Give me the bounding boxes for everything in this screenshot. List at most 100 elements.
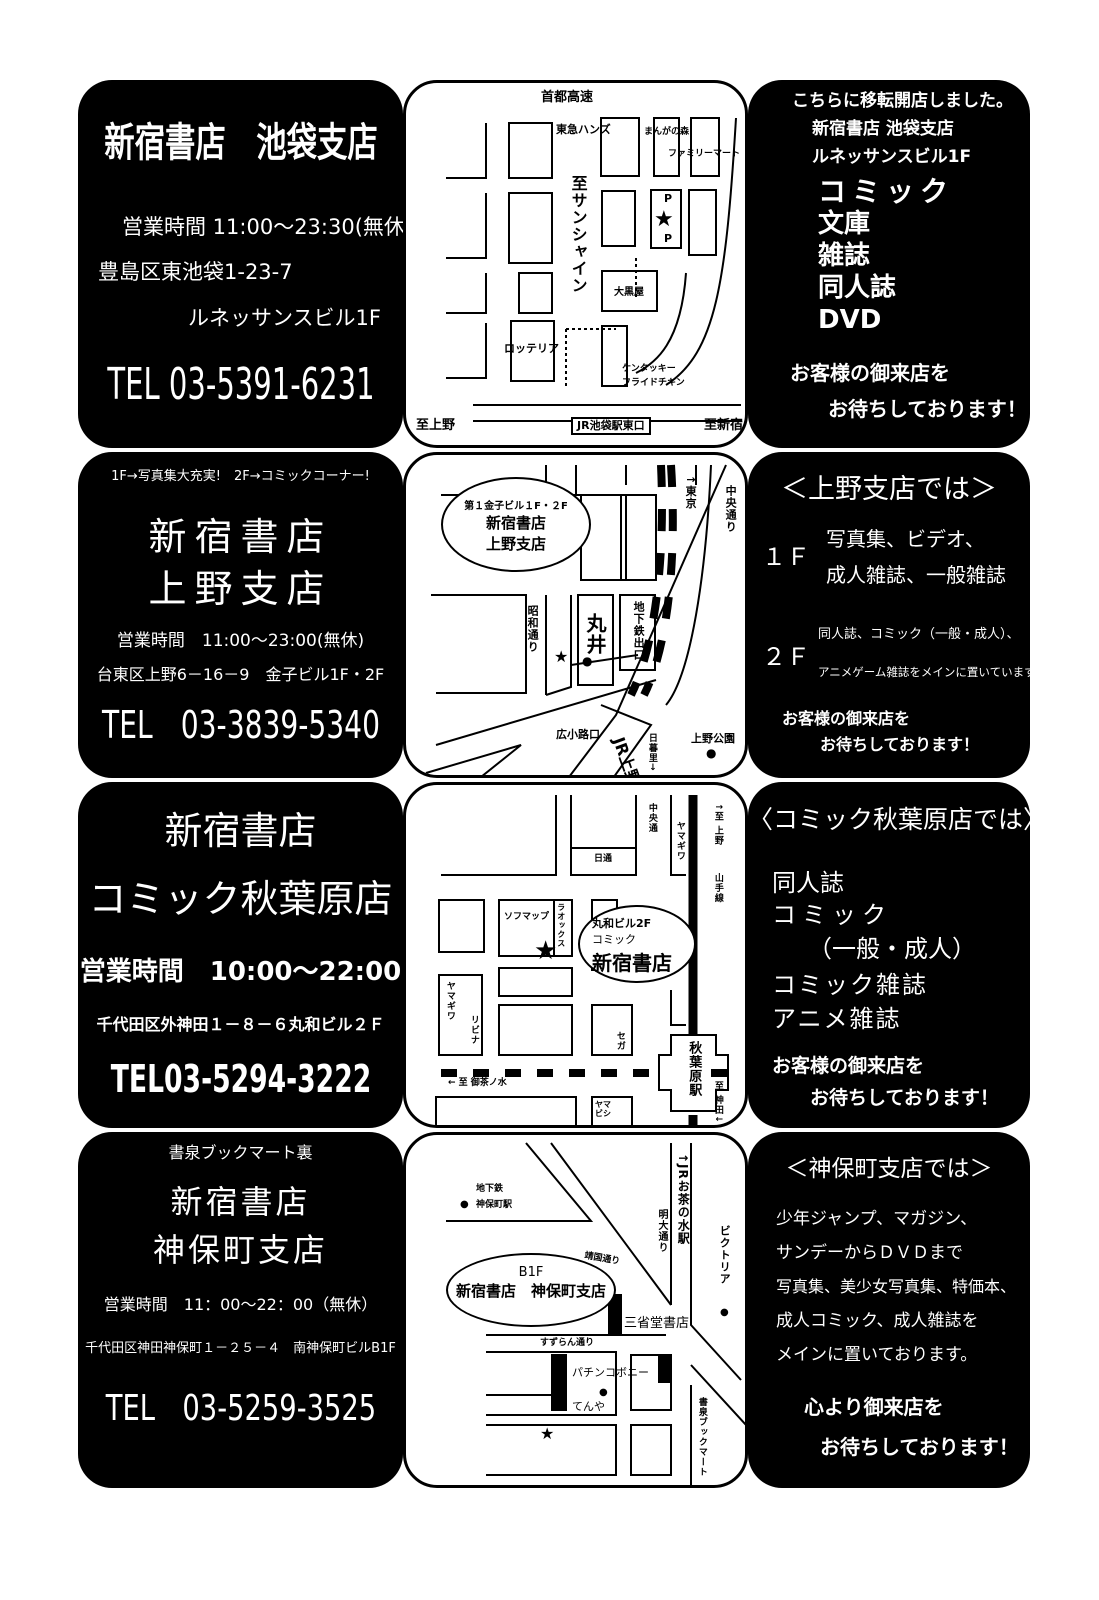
balloon-name-1: 新宿書店	[485, 514, 546, 532]
label-nittsu: 日通	[594, 854, 613, 864]
label-tokyo: ↑東京	[684, 475, 698, 510]
store-address: 千代田区外神田１－８－６丸和ビル２Ｆ	[96, 1015, 385, 1034]
store-title-line2: コミック秋葉原店	[88, 877, 393, 921]
jimbocho-map: B1F 新宿書店 神保町支店 ★ 地下鉄 ● 神保町駅 靖国通り ↑JRお茶の水…	[403, 1132, 748, 1488]
label-chuo-dori: 中央通	[646, 803, 657, 833]
ueno-park-dot: ●	[706, 746, 717, 760]
label-manga-mori: まんがの森	[644, 127, 690, 137]
item-general-adult: （一般・成人）	[808, 935, 976, 963]
jimbocho-store-balloon: B1F 新宿書店 神保町支店	[446, 1253, 616, 1327]
product-bunko: 文庫	[818, 209, 871, 239]
description-line-2: サンデーからＤＶＤまで	[776, 1243, 963, 1263]
label-libina: リビナ	[468, 1015, 479, 1045]
store-hours: 営業時間 11:00～23:00(無休)	[116, 631, 365, 651]
balloon-name-2: 上野支店	[485, 535, 546, 553]
label-jimbocho-station: 神保町駅	[476, 1200, 513, 1210]
label-suzuran-dori: すずらん通り	[540, 1338, 595, 1348]
balloon-name: 新宿書店	[592, 951, 672, 975]
description-line-4: 成人コミック、成人雑誌を	[776, 1311, 979, 1331]
label-yamabishi: ヤマ ビシ	[595, 1100, 611, 1118]
label-akihabara-station: 秋葉原駅	[686, 1041, 702, 1097]
ikebukuro-info-panel: 新宿書店 池袋支店 営業時間 11:00～23:30(無休) 豊島区東池袋1-2…	[78, 80, 413, 448]
star-icon: ★	[654, 207, 674, 232]
jimbocho-street-map	[446, 1142, 745, 1485]
label-showa-dori: 昭和通り	[526, 605, 540, 653]
label-to-ochanomizu: ← 至 御茶ノ水	[448, 1078, 507, 1088]
panel-heading: ＜上野支店では＞	[781, 474, 997, 505]
ueno-map: 第１金子ビル１F・２F 新宿書店 上野支店 ★ ● ↑東京 中央通り 昭和通り …	[403, 452, 748, 778]
label-jr-ikebukuro-east: JR池袋駅東口	[571, 417, 651, 436]
label-shosen-bookmart: 書泉ブックマート	[696, 1397, 707, 1477]
akihabara-street-map	[435, 795, 736, 1125]
store-address: 千代田区神田神保町１－２５－４ 南神保町ビルB1F	[85, 1341, 396, 1356]
label-meidai-dori: 明大通り	[656, 1209, 667, 1253]
floor-2-line-1: 同人誌、コミック（一般・成人）、	[818, 627, 1020, 642]
ueno-store-balloon: 第１金子ビル１F・２F 新宿書店 上野支店	[441, 477, 591, 572]
floor-1-line-1: 写真集、ビデオ、	[826, 527, 985, 551]
label-daikokuya: 大黒屋	[614, 287, 644, 298]
floor-1-line-2: 成人雑誌、一般雑誌	[826, 563, 1006, 587]
store-tagline: 1F→写真集大充実! 2F→コミックコーナー!	[111, 469, 370, 484]
item-anime-magazine: アニメ雑誌	[772, 1005, 902, 1033]
label-jr-ochanomizu: ↑JRお茶の水駅	[676, 1153, 691, 1245]
label-expressway: 首都高速	[541, 90, 594, 105]
closing-line-2: お待ちしております！	[820, 1435, 1019, 1459]
label-yamagiwa-1: ヤマギワ	[674, 821, 685, 861]
subway-exit-dot: ●	[582, 654, 593, 668]
jimbocho-station-dot: ●	[460, 1199, 469, 1210]
star-icon: ★	[554, 647, 569, 666]
label-ueno-park: 上野公園	[691, 732, 735, 745]
parking-1: P	[664, 192, 673, 205]
label-subway-exit: 地下鉄出口	[632, 601, 646, 661]
store-hours: 営業時間 11:00～23:30(無休)	[122, 215, 414, 239]
closing-line-2: お待ちしております！	[810, 1087, 999, 1109]
label-tokyu-hands: 東急ハンズ	[556, 123, 611, 136]
closing-line-1: お客様の御来店を	[782, 709, 911, 728]
item-comic-magazine: コミック雑誌	[772, 971, 928, 999]
label-subway: 地下鉄	[476, 1184, 504, 1194]
floor-1-label: １Ｆ	[762, 543, 810, 571]
jimbocho-products-panel: ＜神保町支店では＞ 少年ジャンプ、マガジン、 サンデーからＤＶＤまで 写真集、美…	[748, 1132, 1030, 1488]
label-fried-chicken: フライドチキン	[622, 378, 685, 388]
store-tagline: 書泉ブックマート裏	[168, 1143, 313, 1162]
product-doujinshi: 同人誌	[818, 273, 897, 303]
store-address: 豊島区東池袋1-23-7	[98, 260, 293, 284]
store-title-line1: 新宿書店	[148, 515, 333, 559]
store-title-line1: 新宿書店	[164, 809, 317, 853]
label-kentucky: ケンタッキー	[622, 364, 676, 374]
label-to-sunshine: 至サンシャイン	[568, 175, 588, 294]
panel-heading: ＜神保町支店では＞	[785, 1156, 993, 1182]
label-to-shinjuku: 至新宿	[704, 418, 744, 433]
akihabara-store-balloon: 丸和ビル2F コミック 新宿書店	[578, 905, 696, 983]
victoria-dot: ●	[720, 1307, 729, 1318]
label-victoria: ビクトリア	[718, 1225, 732, 1285]
product-comic: コミック	[818, 175, 955, 208]
ikebukuro-street-map	[446, 117, 741, 422]
balloon-floor: B1F	[518, 1265, 544, 1280]
store-name: 新宿書店 池袋支店	[812, 119, 954, 139]
label-lotteria: ロッテリア	[504, 342, 559, 355]
label-pachinko: パチンコボニー	[572, 1366, 649, 1379]
label-to-ueno: ↑至 上野	[712, 803, 723, 846]
label-sega: セガ	[614, 1031, 625, 1051]
label-sanseido: 三省堂書店	[624, 1316, 690, 1331]
parking-2: P	[664, 232, 673, 245]
star-icon: ★	[534, 936, 558, 966]
ikebukuro-products-panel: こちらに移転開店しました。 新宿書店 池袋支店 ルネッサンスビル1F コミック …	[748, 80, 1030, 448]
closing-line-2: お待ちしております！	[820, 735, 980, 754]
label-to-ueno: 至上野	[416, 418, 456, 433]
label-tenya: てんや	[572, 1400, 605, 1413]
akihabara-map: 丸和ビル2F コミック 新宿書店 ★ 中央通 ヤマギワ ↑至 上野 日通 山手線…	[403, 782, 748, 1128]
item-comic: コミック	[772, 901, 892, 929]
closing-line-1: 心より御来店を	[804, 1395, 944, 1419]
label-yamagiwa-2: ヤマギワ	[444, 981, 455, 1021]
jimbocho-info-panel: 書泉ブックマート裏 新宿書店 神保町支店 営業時間 11：00～22：00（無休…	[78, 1132, 403, 1488]
label-yamanote: 山手線	[712, 873, 723, 903]
pachinko-dot: ●	[599, 1387, 608, 1398]
floor-2-line-2: アニメゲーム雑誌をメインに置いています。	[818, 665, 1046, 679]
store-title-line2: 神保町支店	[152, 1231, 328, 1269]
label-sofmap: ソフマップ	[504, 912, 550, 922]
label-marui: 丸井	[583, 613, 607, 655]
store-building: ルネッサンスビル1F	[812, 147, 972, 167]
description-line-5: メインに置いております。	[776, 1345, 978, 1365]
